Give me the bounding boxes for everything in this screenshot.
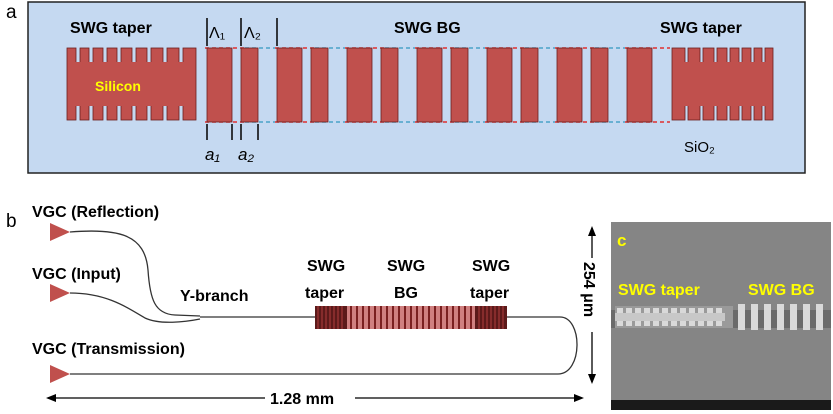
sem-info-bar [611,400,831,410]
block1-line2: taper [305,285,344,302]
sem-grating-structure [738,304,823,330]
block3-line1: SWG [472,258,510,275]
sem-taper-structure [615,306,733,328]
bragg-grating [206,47,653,123]
vgc-transmission-coupler [50,365,70,383]
sem-bg-label: SWG BG [748,282,815,299]
left-taper [66,47,197,121]
period-1-label: Λ₁ [209,25,225,42]
right-taper [671,47,774,121]
width-1-label: a₁ [205,145,220,164]
ybranch-label: Y-branch [180,288,248,305]
period-markers [206,18,278,140]
device-blocks [315,306,507,329]
period-2-label: Λ₂ [244,25,261,42]
right-taper-label: SWG taper [660,20,742,37]
width-2-label: a₂ [238,145,254,164]
length-dimension [46,394,584,402]
panel-c-letter: c [617,231,626,250]
sem-taper-label: SWG taper [618,282,700,299]
vgc-input-coupler [50,284,70,302]
block1-line1: SWG [307,258,345,275]
silicon-label: Silicon [95,78,141,94]
height-dimension [588,226,596,384]
oxide-label: SiO₂ [684,139,715,156]
block3-line2: taper [470,285,509,302]
length-label: 1.28 mm [270,391,334,408]
left-taper-label: SWG taper [70,20,152,37]
block2-line1: SWG [387,258,425,275]
height-label: 254 μm [580,262,597,317]
vgc-transmission-label: VGC (Transmission) [32,341,185,358]
vgc-reflection-coupler [50,223,70,241]
panel-b-letter: b [6,211,17,232]
grating-label: SWG BG [394,20,461,37]
panel-a-letter: a [6,2,17,23]
vgc-reflection-label: VGC (Reflection) [32,204,159,221]
block2-line2: BG [394,285,418,302]
vgc-input-label: VGC (Input) [32,266,121,283]
waveguides [69,230,578,375]
